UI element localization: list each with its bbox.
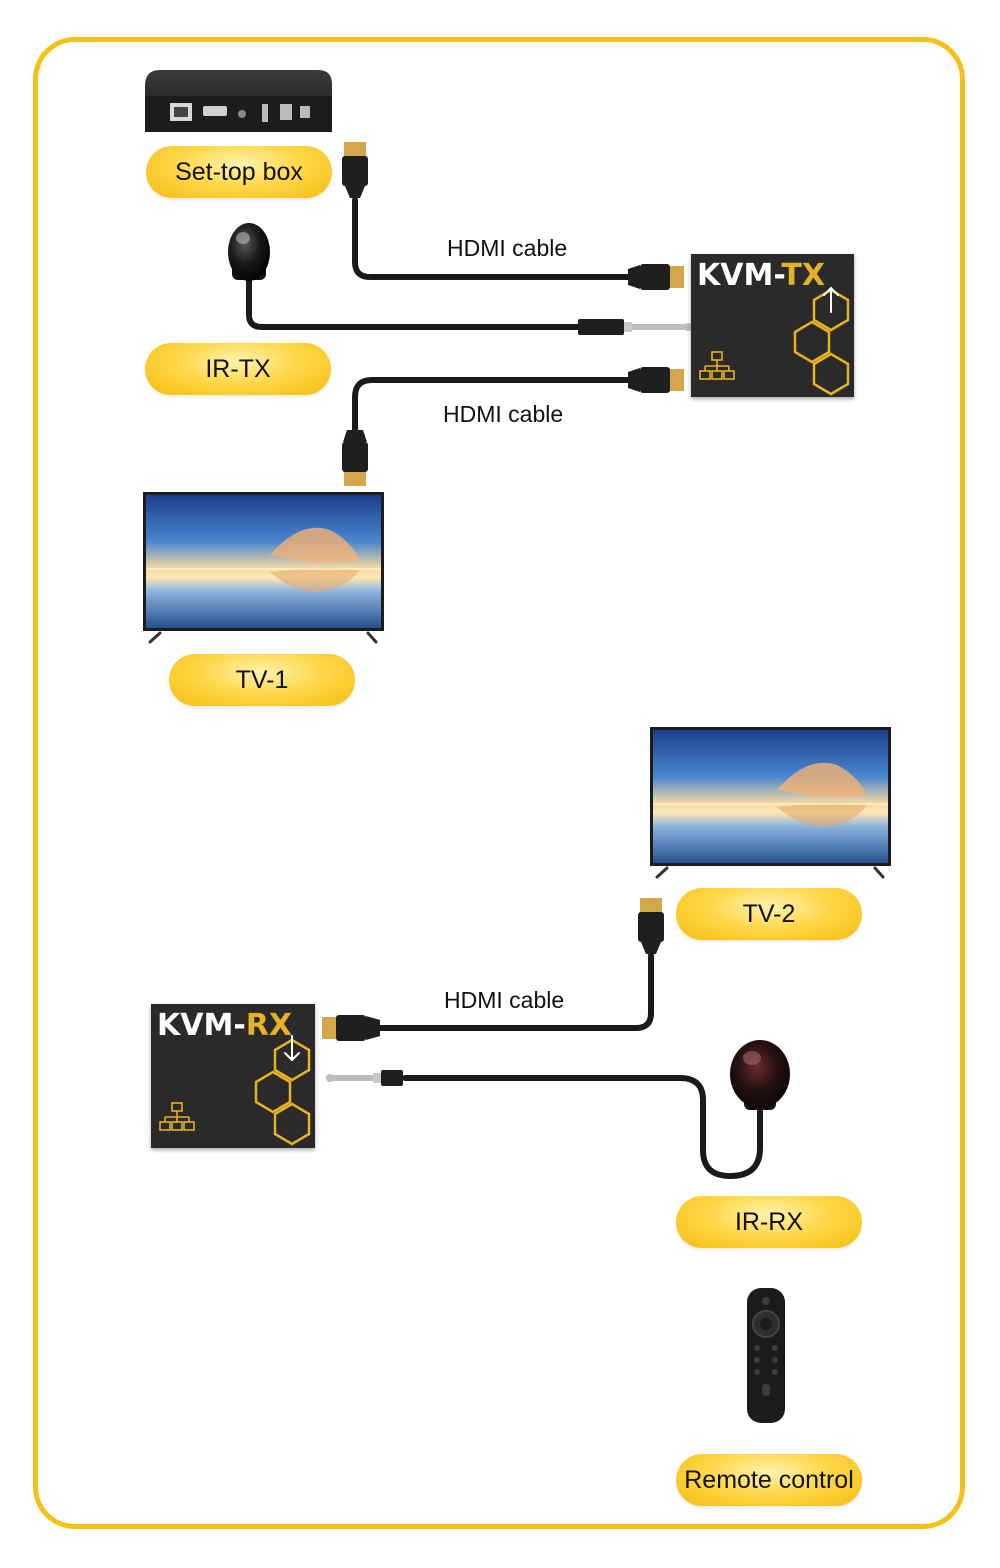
label-tv1: TV-1 xyxy=(169,654,355,706)
kvm-tx-box: KVM-TX xyxy=(691,254,854,397)
label-tv2: TV-2 xyxy=(676,888,862,940)
hdmi-cable-kvm-rx-to-tv2 xyxy=(377,952,654,1031)
kvm-rx-title-suffix: RX xyxy=(245,1008,293,1043)
hdmi-plug-kvm-tx-in xyxy=(628,264,684,290)
hdmi-plug-kvm-rx xyxy=(322,1015,380,1041)
kvm-tx-graphics xyxy=(699,286,850,396)
hdmi-cable-kvm-tx-to-tv1 xyxy=(352,377,633,435)
kvm-tx-title-prefix: KVM- xyxy=(697,258,782,293)
kvm-rx-title: KVM-RX xyxy=(157,1008,292,1043)
hdmi-cable-label-1: HDMI cable xyxy=(447,235,568,261)
ir-rx-cable xyxy=(402,1075,763,1179)
hdmi-plug-tv2 xyxy=(638,898,664,954)
ir-rx-jack xyxy=(326,1070,403,1086)
diagram-frame xyxy=(33,37,965,1529)
network-tree-icon xyxy=(159,1102,195,1131)
kvm-tx-title: KVM-TX xyxy=(697,258,825,293)
kvm-tx-title-suffix: TX xyxy=(781,258,825,293)
hdmi-cable-label-3: HDMI cable xyxy=(444,987,565,1013)
network-tree-icon xyxy=(699,351,735,380)
hdmi-cable-label-2: HDMI cable xyxy=(443,401,564,427)
label-ir-rx: IR-RX xyxy=(676,1196,862,1248)
hdmi-plug-kvm-tx-out xyxy=(628,367,684,393)
arrow-down-icon xyxy=(284,1035,300,1062)
kvm-rx-box: KVM-RX xyxy=(151,1004,315,1148)
label-set-top-box: Set-top box xyxy=(146,146,332,198)
ir-tx-jack xyxy=(578,319,692,335)
kvm-rx-title-prefix: KVM- xyxy=(157,1008,246,1043)
arrow-up-icon xyxy=(823,286,839,313)
hdmi-plug-stb xyxy=(342,142,368,198)
label-remote-control: Remote control xyxy=(676,1454,862,1506)
hdmi-cable-stb-to-kvm-tx xyxy=(352,197,633,280)
kvm-rx-graphics xyxy=(159,1035,311,1146)
hdmi-plug-tv1 xyxy=(342,430,368,486)
ir-tx-cable xyxy=(246,275,588,330)
label-ir-tx: IR-TX xyxy=(145,343,331,395)
